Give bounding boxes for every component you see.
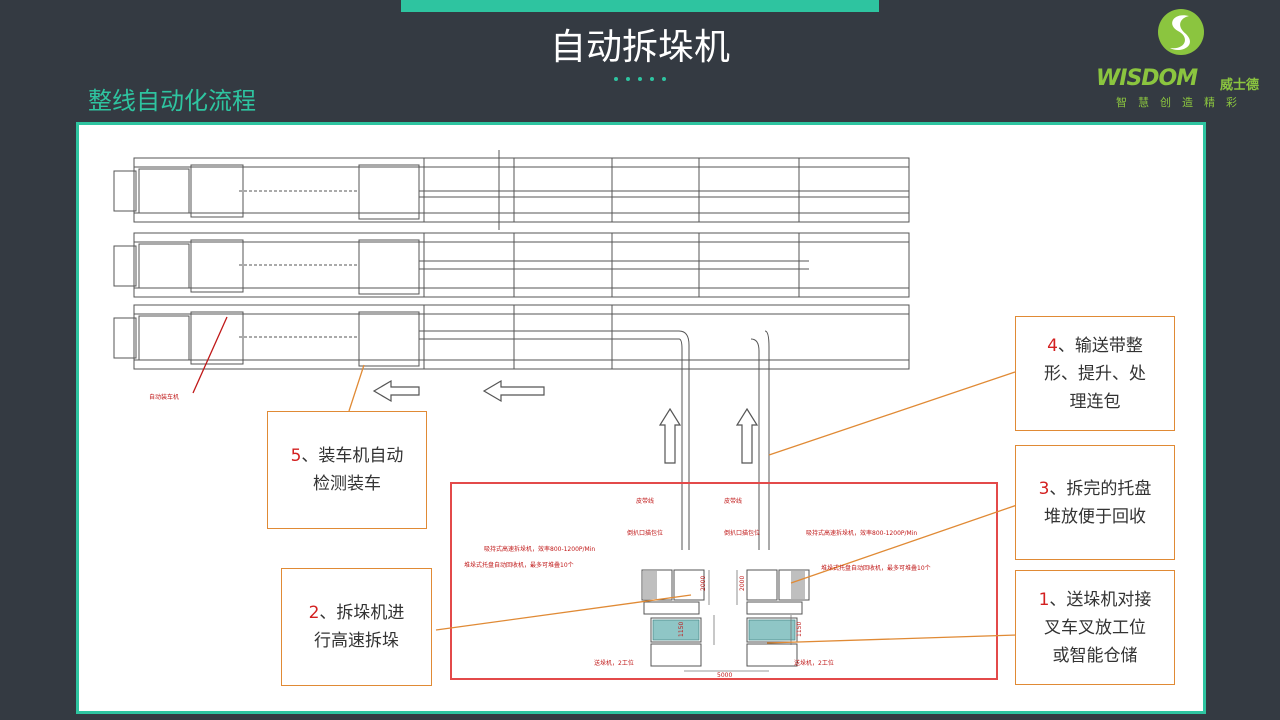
- diagram-frame: 自动装车机 皮带线 皮带线 倒扒口描包位 倒扒口描包位 吸持式高速拆垛机，效率8…: [76, 122, 1206, 714]
- callout-text: 堆放便于回收: [1043, 506, 1146, 527]
- dimension-1150-right: 1150: [796, 622, 803, 637]
- logo-wordmark: WISDOM: [1096, 66, 1198, 91]
- dimension-2000-right: 2000: [739, 576, 746, 591]
- production-line-2: [113, 232, 910, 298]
- title-dots-decoration: [612, 77, 668, 83]
- grab-label-left: 倒扒口描包位: [627, 529, 663, 537]
- leader-line-2: [435, 594, 692, 631]
- layout-drawing: 自动装车机 皮带线 皮带线 倒扒口描包位 倒扒口描包位 吸持式高速拆垛机，效率8…: [113, 150, 1018, 680]
- dimension-2000-left: 2000: [700, 576, 707, 591]
- pallet-label-left: 堆垛式托盘自动回收机，最多可堆叠10个: [464, 561, 574, 569]
- callout-text: 、装车机自动: [301, 446, 404, 466]
- callout-number: 3: [1038, 478, 1050, 499]
- callout-text: 叉车叉放工位: [1043, 617, 1146, 638]
- callout-number: 2: [308, 603, 320, 623]
- callout-number: 5: [290, 446, 302, 466]
- leader-line-3: [790, 504, 1018, 584]
- page-title: 自动拆垛机: [549, 27, 730, 68]
- leader-line-1: [766, 634, 1018, 644]
- production-line-3: [113, 304, 910, 370]
- callout-step-5: 5、装车机自动 检测装车: [267, 411, 427, 529]
- leader-line-4: [768, 371, 1016, 456]
- callout-text: 行高速拆垛: [313, 631, 399, 651]
- callout-text: 、拆完的托盘: [1049, 478, 1152, 499]
- depal-label-right: 吸持式高速拆垛机，效率800-1200P/Min: [806, 529, 917, 537]
- callout-text: 、输送带整: [1057, 335, 1143, 356]
- section-subtitle: 整线自动化流程: [88, 87, 256, 115]
- logo-chinese-name: 威士德: [1220, 78, 1260, 93]
- callout-text: 理连包: [1069, 391, 1121, 412]
- depal-label-left: 吸持式高速拆垛机，效率800-1200P/Min: [484, 545, 595, 553]
- logo-swirl-icon: [1158, 9, 1204, 55]
- wisdom-logo: WISDOM 威士德 智慧创造精彩: [1096, 6, 1266, 114]
- depalletizer-area-box: [450, 482, 998, 680]
- feeder-label-left: 送垛机，2工位: [594, 659, 634, 667]
- callout-step-2: 2、拆垛机进 行高速拆垛: [281, 568, 432, 686]
- production-line-1: [113, 150, 910, 230]
- feeder-label-right: 送垛机，2工位: [794, 659, 834, 667]
- leader-line-5: [348, 364, 365, 412]
- callout-text: 检测装车: [312, 474, 381, 494]
- belt-label-left: 皮带线: [636, 497, 654, 505]
- callout-text: 或智能仓储: [1052, 645, 1138, 666]
- loader-label: 自动装车机: [149, 393, 179, 401]
- belt-label-right: 皮带线: [724, 497, 742, 505]
- grab-label-right: 倒扒口描包位: [724, 529, 760, 537]
- callout-text: 形、提升、处: [1044, 363, 1146, 384]
- callout-number: 1: [1038, 589, 1050, 610]
- top-accent-bar: [401, 0, 879, 12]
- callout-step-4: 4、输送带整 形、提升、处 理连包: [1015, 316, 1175, 431]
- pallet-label-right: 堆垛式托盘自动回收机，最多可堆叠10个: [821, 564, 931, 572]
- dimension-1150-left: 1150: [678, 622, 685, 637]
- callout-step-3: 3、拆完的托盘 堆放便于回收: [1015, 445, 1175, 560]
- callout-text: 、送垛机对接: [1049, 589, 1152, 610]
- callout-number: 4: [1047, 335, 1058, 356]
- leader-line-loader: [192, 316, 228, 394]
- logo-slogan: 智慧创造精彩: [1116, 96, 1248, 109]
- dimension-5000: 5000: [717, 672, 732, 679]
- callout-text: 、拆垛机进: [319, 603, 405, 623]
- callout-step-1: 1、送垛机对接 叉车叉放工位 或智能仓储: [1015, 570, 1175, 685]
